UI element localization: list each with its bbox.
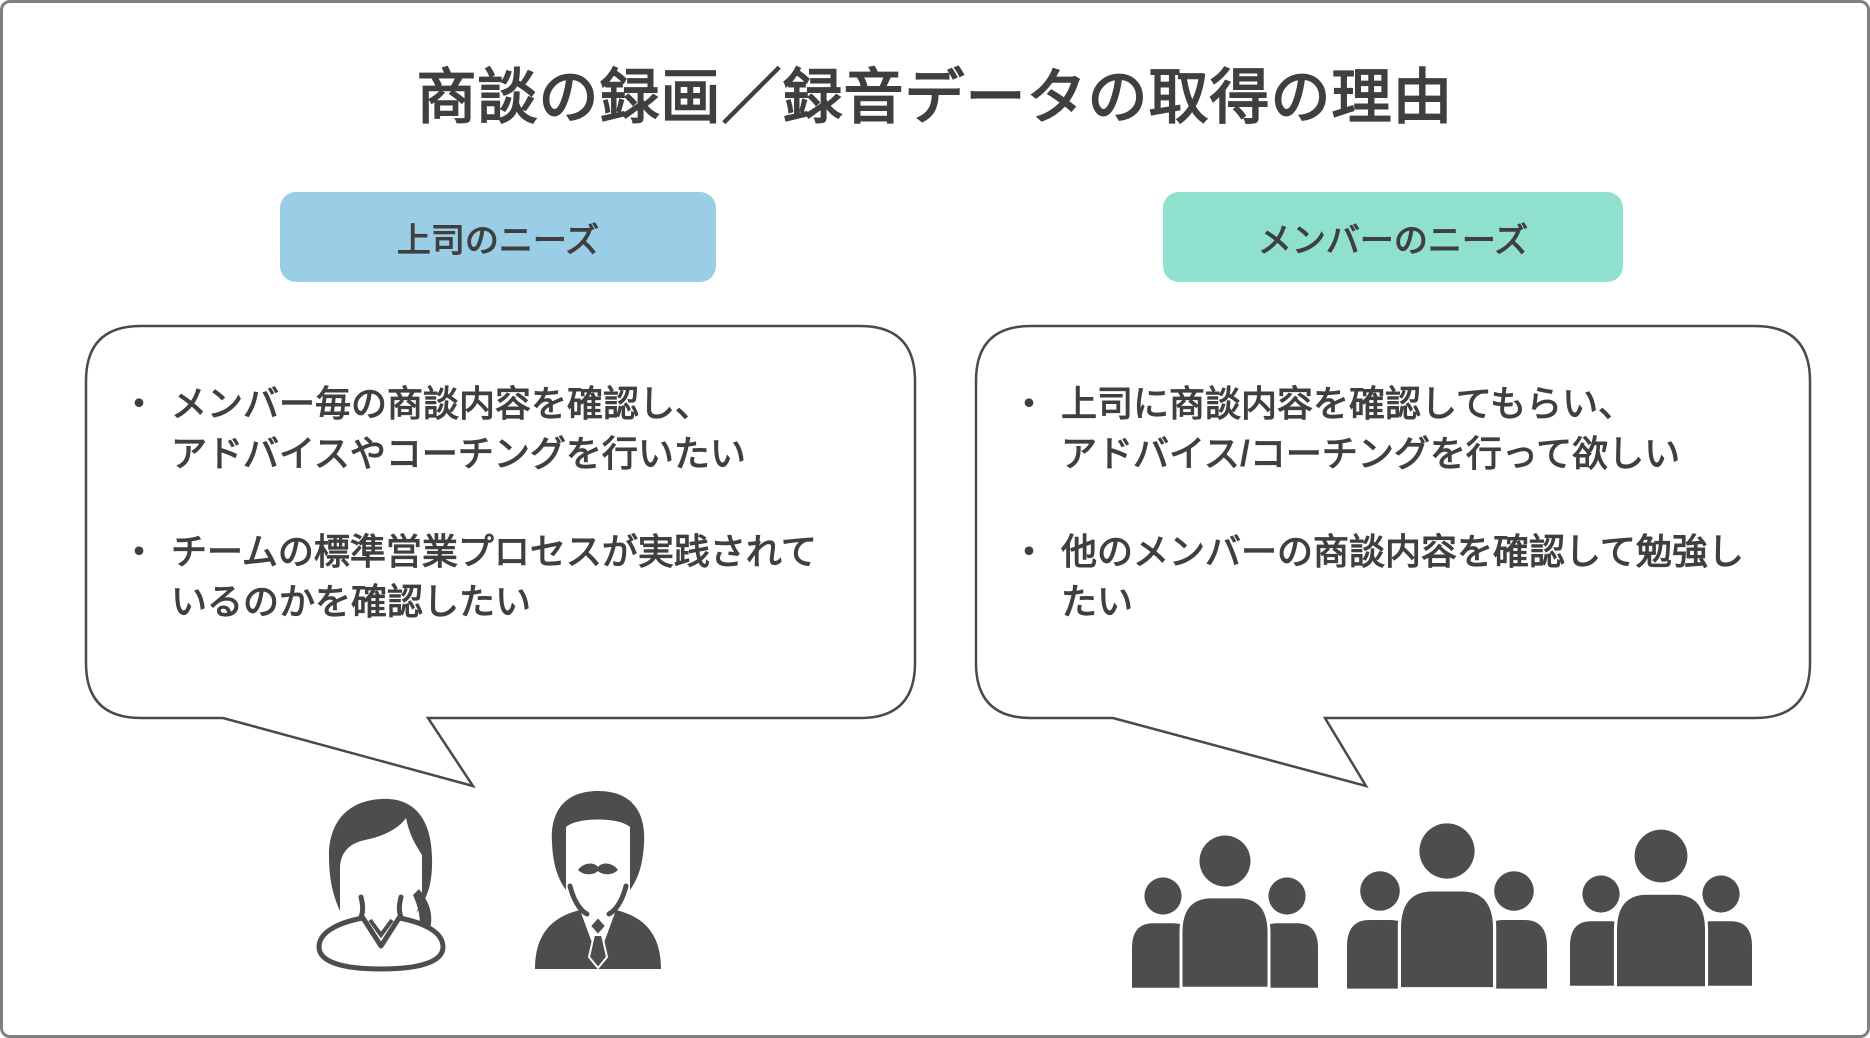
bullet-line: いるのかを確認したい: [171, 581, 532, 622]
list-item: ・ 上司に商談内容を確認してもらい、 アドバイス/コーチングを行って欲しい: [1005, 379, 1797, 479]
bullet-lines: チームの標準営業プロセスが実践されて いるのかを確認したい: [171, 527, 817, 627]
bullet-line: アドバイスやコーチングを行いたい: [171, 433, 746, 474]
list-item: ・ 他のメンバーの商談内容を確認して勉強し たい: [1005, 527, 1797, 627]
bullet-marker: ・: [121, 531, 158, 572]
member-bubble-text: ・ 上司に商談内容を確認してもらい、 アドバイス/コーチングを行って欲しい ・ …: [1005, 379, 1797, 627]
boss-bubble-text: ・ メンバー毎の商談内容を確認し、 アドバイスやコーチングを行いたい ・ チーム…: [115, 379, 887, 627]
bullet-line: 上司に商談内容を確認してもらい、: [1061, 383, 1635, 424]
member-speech-bubble: [974, 324, 1812, 789]
bullet-line: たい: [1061, 581, 1134, 622]
boss-speech-bubble: [84, 324, 917, 789]
bullet-marker: ・: [121, 383, 158, 424]
bullet-marker: ・: [1011, 383, 1048, 424]
boss-needs-header: 上司のニーズ: [280, 192, 716, 282]
graphics-layer: [84, 324, 1812, 1038]
bullet-line: アドバイス/コーチングを行って欲しい: [1061, 433, 1681, 474]
member-needs-header-label: メンバーのニーズ: [1257, 221, 1529, 260]
group-of-people-icon: [1132, 823, 1752, 988]
bullet-marker: ・: [1011, 531, 1048, 572]
list-item: ・ チームの標準営業プロセスが実践されて いるのかを確認したい: [115, 527, 887, 627]
woman-icon: [316, 798, 446, 972]
member-needs-header: メンバーのニーズ: [1163, 192, 1623, 282]
bullet-line: メンバー毎の商談内容を確認し、: [171, 383, 712, 424]
man-icon: [535, 791, 661, 970]
page-title: 商談の録画／録音データの取得の理由: [416, 64, 1454, 131]
bullet-line: 他のメンバーの商談内容を確認して勉強し: [1061, 531, 1744, 572]
bullet-lines: メンバー毎の商談内容を確認し、 アドバイスやコーチングを行いたい: [171, 379, 746, 479]
list-item: ・ メンバー毎の商談内容を確認し、 アドバイスやコーチングを行いたい: [115, 379, 887, 479]
bullet-line: チームの標準営業プロセスが実践されて: [171, 531, 817, 572]
bullet-lines: 上司に商談内容を確認してもらい、 アドバイス/コーチングを行って欲しい: [1061, 379, 1680, 479]
bullet-lines: 他のメンバーの商談内容を確認して勉強し たい: [1061, 527, 1744, 627]
boss-needs-header-label: 上司のニーズ: [396, 221, 600, 260]
